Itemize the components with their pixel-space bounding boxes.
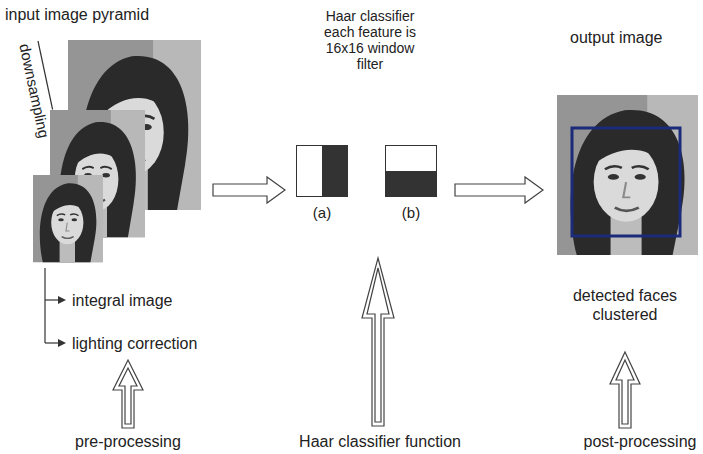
detection-box <box>572 128 680 236</box>
node-title: output image <box>570 28 701 47</box>
stage-label: pre-processing <box>70 432 186 451</box>
haar-classifier-group: Haar classifier each feature is 16x16 wi… <box>290 5 450 230</box>
haar-feature-b: (b) <box>385 145 437 222</box>
preprocess-step-holder: lighting correction <box>72 334 197 353</box>
node-title: Haar classifier each feature is 16x16 wi… <box>314 8 426 72</box>
flow-arrow <box>213 177 285 203</box>
downsampling-label-holder: downsampling <box>15 42 54 140</box>
feature-label: (a) <box>296 204 348 222</box>
result-note-holder: detected faces clustered <box>560 286 690 324</box>
stage-label-holder: pre-processing <box>70 432 186 451</box>
haar-feature-a: (a) <box>296 145 348 222</box>
stage-label-holder: Haar classifier function <box>275 432 485 451</box>
stage-label: Haar classifier function <box>275 432 485 451</box>
stage-label: post-processing <box>575 432 703 451</box>
preprocess-bracket <box>45 268 66 347</box>
feature-label: (b) <box>385 204 437 222</box>
node-title: input image pyramid <box>5 5 208 24</box>
output-face-image <box>557 95 698 255</box>
flow-arrow <box>455 177 543 203</box>
preprocess-step: lighting correction <box>72 334 197 353</box>
preprocess-step-holder: integral image <box>72 291 173 310</box>
haar-feature-box <box>296 145 348 197</box>
downsampling-label: downsampling <box>15 42 54 140</box>
stage-label-holder: post-processing <box>575 432 703 451</box>
haar-feature-box <box>385 145 437 197</box>
pyramid-image-small <box>33 175 103 263</box>
preprocess-step: integral image <box>72 291 173 310</box>
result-note: detected faces clustered <box>560 286 690 324</box>
output-image-region: output image <box>548 28 701 258</box>
